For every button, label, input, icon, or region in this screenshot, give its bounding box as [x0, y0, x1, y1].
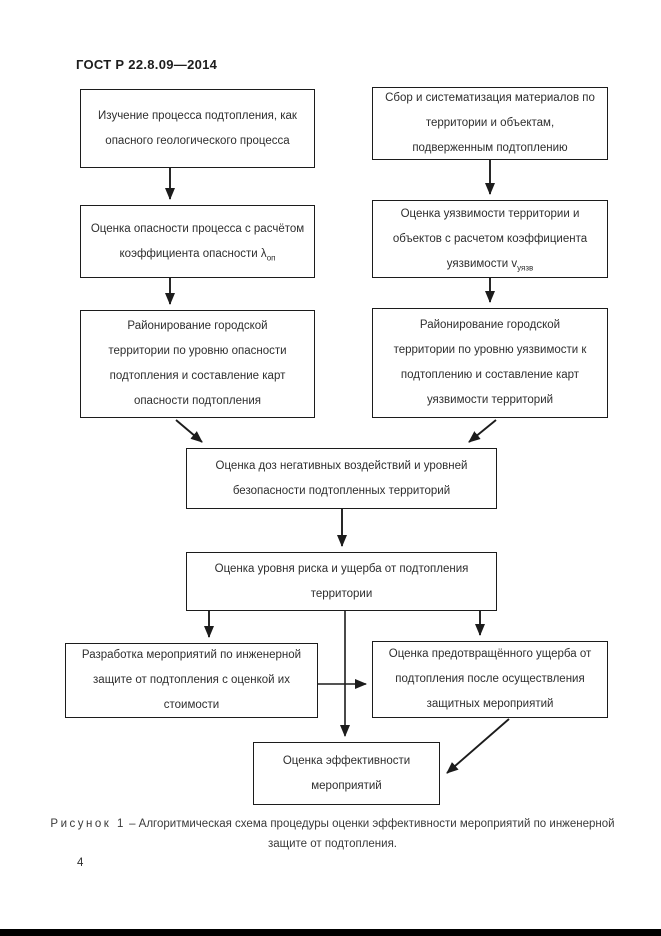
- flow-box-prevented: Оценка предотвращённого ущерба от подтоп…: [372, 641, 608, 718]
- flow-box-study: Изучение процесса подтопления, как опасн…: [80, 89, 315, 168]
- caption-line-2: защите от подтопления.: [267, 838, 398, 850]
- box-line: территории по уровню опасности: [108, 345, 287, 357]
- box-line: территории и объектам,: [425, 117, 555, 129]
- box-line: объектов с расчетом коэффициента: [392, 232, 588, 245]
- box-line: подтопления после осуществления: [395, 673, 585, 685]
- box-line: опасности подтопления: [133, 395, 262, 407]
- box-line: территории: [310, 587, 373, 600]
- box-line: территории по уровню уязвимости к: [393, 344, 587, 356]
- box-line: Сбор и систематизация материалов по: [385, 92, 595, 104]
- hazard-coefficient-subscript: оп: [266, 252, 276, 262]
- flow-box-effectiveness: Оценка эффективности мероприятий: [253, 742, 440, 805]
- hazard-coefficient-text: коэффициента опасности λ: [119, 247, 267, 260]
- scan-edge-bar: [0, 929, 661, 936]
- box-line: Районирование городской: [127, 320, 268, 332]
- box-line: безопасности подтопленных территорий: [232, 484, 451, 497]
- box-line: коэффициента опасности λоп: [120, 242, 276, 267]
- flow-box-hazard: Оценка опасности процесса с расчётом коэ…: [80, 205, 315, 278]
- flow-box-vulnerability: Оценка уязвимости территории и объектов …: [372, 200, 608, 278]
- box-line: уязвимости территорий: [426, 394, 554, 406]
- box-line: Районирование городской: [419, 319, 561, 331]
- vulnerability-coefficient-text: уязвимости v: [446, 257, 518, 270]
- vulnerability-coefficient-subscript: уязв: [517, 262, 534, 272]
- box-line: опасного геологического процесса: [105, 134, 290, 147]
- box-line: Оценка доз негативных воздействий и уров…: [215, 459, 468, 472]
- document-header: ГОСТ Р 22.8.09—2014: [76, 57, 218, 72]
- arrow-prevented-to-effectiveness: [446, 718, 510, 774]
- flow-box-zoning-hazard: Районирование городской территории по ур…: [80, 310, 315, 418]
- box-line: стоимости: [163, 699, 220, 711]
- box-line: защитных мероприятий: [426, 698, 554, 710]
- flow-box-collect: Сбор и систематизация материалов по терр…: [372, 87, 608, 160]
- box-line: Изучение процесса подтопления, как: [98, 109, 297, 122]
- figure-caption: Рисунок 1 – Алгоритмическая схема процед…: [40, 814, 625, 854]
- box-line: Оценка эффективности: [282, 754, 411, 767]
- box-line: защите от подтопления с оценкой их: [93, 674, 290, 686]
- arrow-zoning-vuln-to-dose: [468, 419, 497, 443]
- flow-box-risk: Оценка уровня риска и ущерба от подтопле…: [186, 552, 497, 611]
- caption-line-1: Рисунок 1 – Алгоритмическая схема процед…: [40, 814, 625, 834]
- caption-text: – Алгоритмическая схема процедуры оценки…: [125, 818, 615, 830]
- box-line: Оценка предотвращённого ущерба от: [388, 648, 592, 660]
- box-line: подтоплению и составление карт: [400, 369, 580, 381]
- box-line: мероприятий: [311, 779, 382, 792]
- arrow-zoning-hazard-to-dose: [175, 419, 203, 443]
- box-line: уязвимости vуязв: [447, 252, 534, 277]
- flow-box-develop: Разработка мероприятий по инженерной защ…: [65, 643, 318, 718]
- box-line: Оценка опасности процесса с расчётом: [90, 222, 305, 235]
- flow-box-dose: Оценка доз негативных воздействий и уров…: [186, 448, 497, 509]
- flow-box-zoning-vuln: Районирование городской территории по ур…: [372, 308, 608, 418]
- page-number: 4: [77, 857, 84, 869]
- box-line: Разработка мероприятий по инженерной: [81, 649, 302, 661]
- figure-label: Рисунок 1: [50, 818, 126, 830]
- box-line: Оценка уровня риска и ущерба от подтопле…: [214, 562, 469, 575]
- box-line: подверженным подтоплению: [412, 142, 568, 154]
- box-line: подтопления и составление карт: [109, 370, 286, 382]
- box-line: Оценка уязвимости территории и: [400, 207, 580, 220]
